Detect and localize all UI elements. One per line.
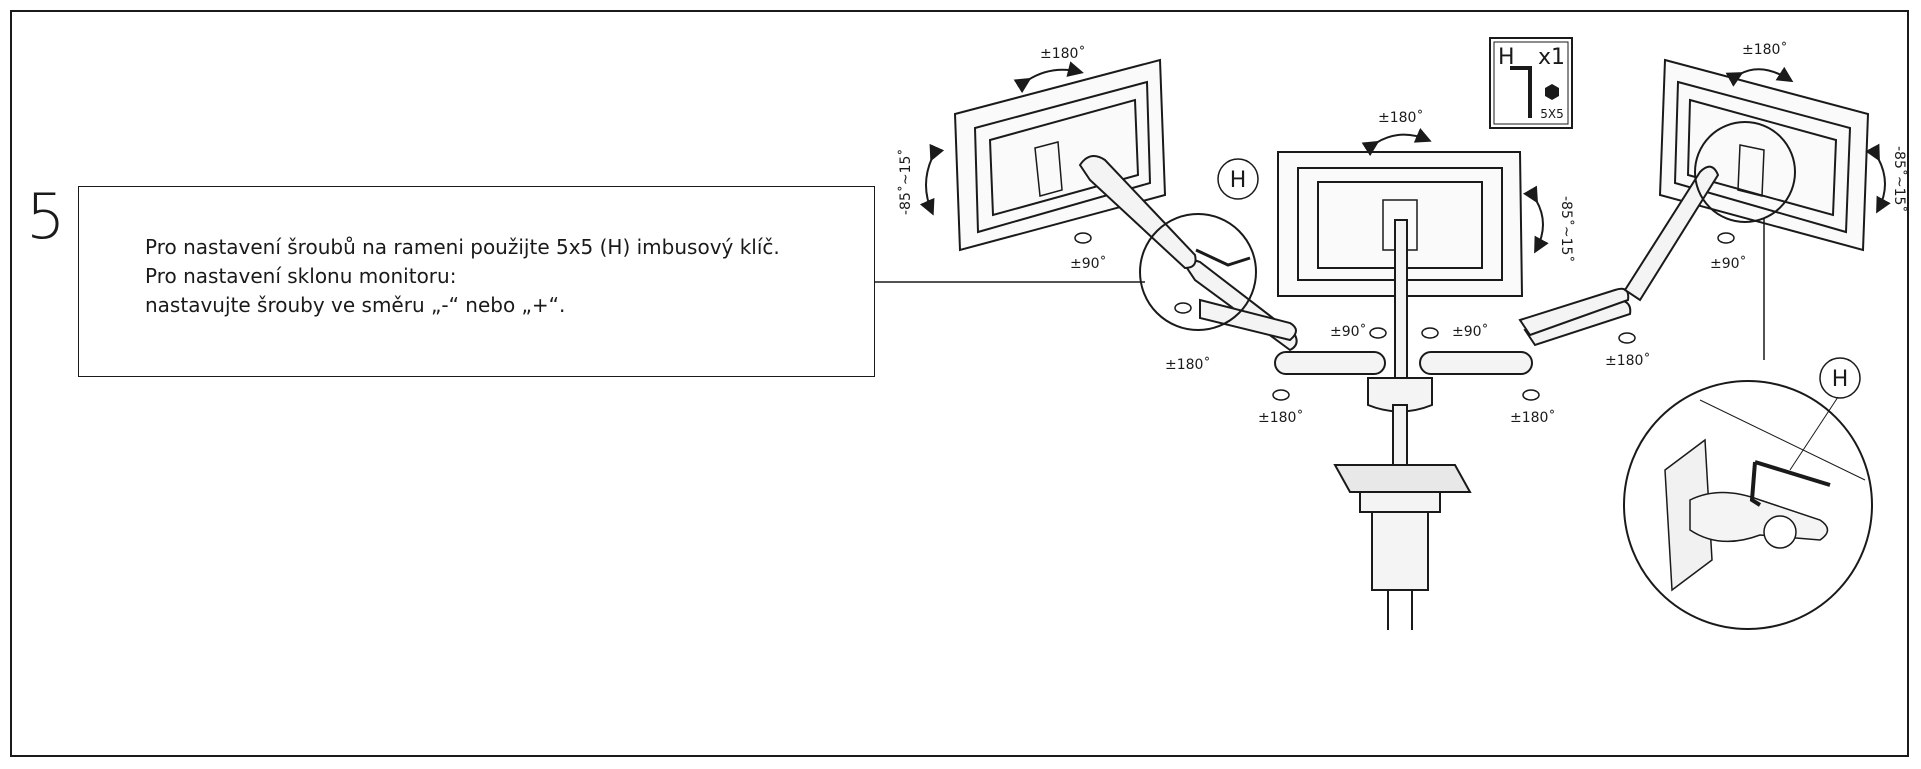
detail-circle-right-small	[1694, 121, 1796, 223]
zoom-detail	[1623, 380, 1873, 630]
hex-key-icon	[1510, 66, 1532, 118]
label-left-lower-joint: ±180˚	[1258, 409, 1303, 426]
page-frame	[10, 10, 1909, 757]
label-left-monitor-swivel: ±90˚	[1070, 255, 1107, 272]
tool-size: 5X5	[1540, 107, 1564, 121]
hex-key-callout-zoom	[1819, 357, 1861, 399]
label-right-monitor-top: ±180˚	[1742, 41, 1787, 58]
label-right-monitor-tilt: -85˚~15˚	[1891, 146, 1908, 212]
left-monitor	[953, 58, 1167, 252]
swivel-markers	[1074, 232, 1735, 401]
label-center-monitor-top: ±180˚	[1378, 109, 1423, 126]
hex-key-callout-zoom-label: H	[1832, 367, 1849, 392]
label-center-monitor-tilt: -85˚~15˚	[1558, 196, 1575, 262]
instruction-line-2: Pro nastavení sklonu monitoru:	[145, 264, 457, 288]
tool-box	[1489, 37, 1573, 129]
hex-key-left	[1195, 248, 1251, 267]
detail-circle-left	[1139, 213, 1257, 331]
label-center-left-joint: ±90˚	[1330, 323, 1367, 340]
instruction-text: Pro nastavení šroubů na rameni použijte …	[145, 233, 780, 320]
instruction-line-1: Pro nastavení šroubů na rameni použijte …	[145, 235, 780, 259]
instruction-box-top-border	[78, 186, 875, 187]
step-number: 5	[26, 180, 66, 253]
hex-key-callout-left	[1217, 158, 1259, 200]
label-center-right-joint: ±90˚	[1452, 323, 1489, 340]
label-right-monitor-swivel: ±90˚	[1710, 255, 1747, 272]
tool-quantity: x1	[1538, 45, 1565, 70]
hex-key-callout-zoom-leader	[1789, 396, 1839, 471]
hex-key-callout-left-label: H	[1230, 168, 1247, 193]
label-left-monitor-top: ±180˚	[1040, 45, 1085, 62]
label-left-elbow: ±180˚	[1165, 356, 1210, 373]
label-right-lower-joint: ±180˚	[1510, 409, 1555, 426]
tool-letter: H	[1498, 45, 1515, 70]
instruction-box	[78, 186, 875, 377]
label-left-monitor-tilt: -85˚~15˚	[897, 149, 914, 215]
hex-socket-icon	[1545, 84, 1559, 100]
right-monitor	[1658, 58, 1870, 252]
monitor-arm	[1078, 155, 1720, 630]
label-right-elbow: ±180˚	[1605, 352, 1650, 369]
instruction-line-3: nastavujte šrouby ve směru „-“ nebo „+“.	[145, 293, 566, 317]
rotation-arrows	[919, 61, 1891, 254]
